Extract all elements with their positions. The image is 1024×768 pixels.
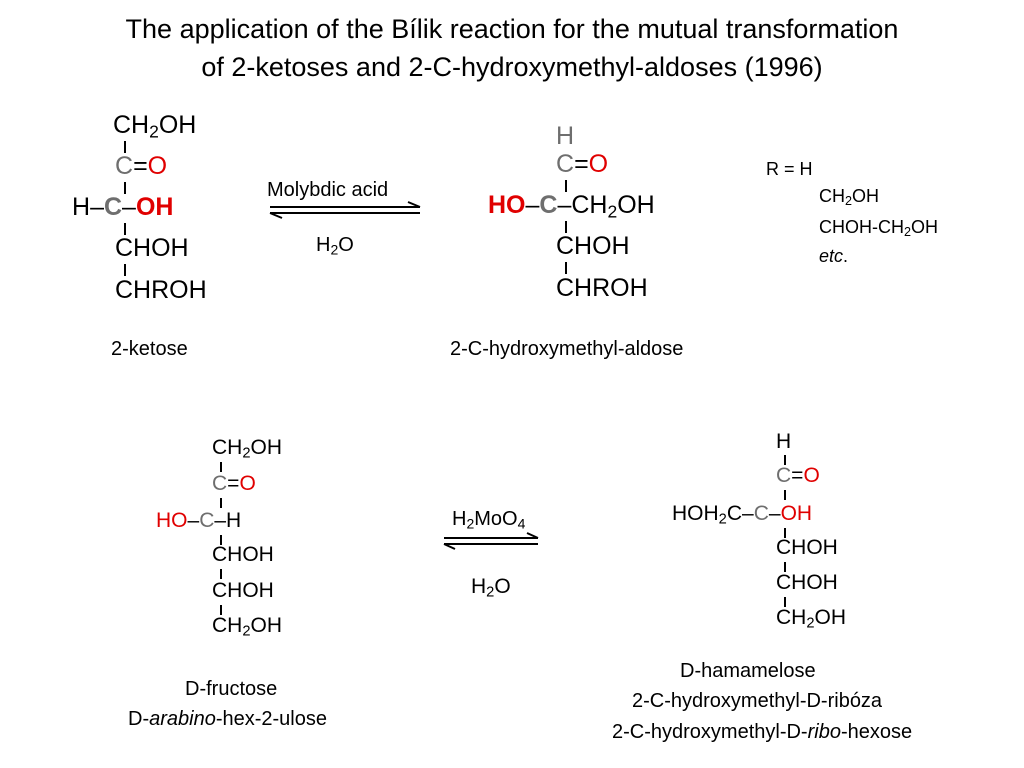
aldose-bond-1 xyxy=(565,180,567,192)
fructose-row1: CH2OH xyxy=(212,436,283,462)
hamamelose-name: D-hamamelose xyxy=(680,660,816,682)
fructose-systematic-name: D-arabino-hex-2-ulose xyxy=(128,708,327,730)
fructose-name: D-fructose xyxy=(185,678,278,700)
aldose-row5: CHROH xyxy=(556,274,648,302)
r-definition-line4: etc. xyxy=(819,246,849,266)
fructose-bond-2 xyxy=(220,498,222,508)
hamamelose-row6: CH2OH xyxy=(776,606,847,632)
aldose-bond-3 xyxy=(565,262,567,274)
r-definition-line3: CHOH-CH2OH xyxy=(819,217,939,240)
hamamelose-row1: H xyxy=(776,430,792,453)
fructose-bond-5 xyxy=(220,605,222,615)
hamamelose-bond-1 xyxy=(784,455,786,465)
hamamelose-row3: HOH2C–C–OH xyxy=(672,502,813,528)
hamamelose-row5: CHOH xyxy=(776,571,838,594)
fructose-row2: C=O xyxy=(212,472,256,495)
hamamelose-row2: C=O xyxy=(776,464,820,487)
fructose-row6: CH2OH xyxy=(212,614,283,640)
ketose-bond-1 xyxy=(124,141,126,153)
slide-title-line-1: The application of the Bílik reaction fo… xyxy=(125,14,899,44)
ketose-row2: C=O xyxy=(115,152,168,180)
ketose-row1: CH2OH xyxy=(113,111,197,142)
ketose-row5: CHROH xyxy=(115,276,207,304)
bottom-arrow-label-top: H2MoO4 xyxy=(452,508,526,532)
fructose-row5: CHOH xyxy=(212,579,274,602)
hamamelose-bond-3 xyxy=(784,528,786,538)
hamamelose-systematic-name: 2-C-hydroxymethyl-D-ribo-hexose xyxy=(612,721,913,743)
bottom-equilibrium-arrow xyxy=(443,532,539,550)
hamamelose-bond-5 xyxy=(784,597,786,607)
fructose-bond-1 xyxy=(220,462,222,472)
fructose-bond-4 xyxy=(220,569,222,579)
ketose-bond-3 xyxy=(124,223,126,235)
ketose-name: 2-ketose xyxy=(111,338,188,360)
ketose-row4: CHOH xyxy=(115,234,189,262)
ketose-bond-2 xyxy=(124,182,126,194)
r-definition-line1: R = H xyxy=(766,159,813,179)
ketose-bond-4 xyxy=(124,264,126,276)
fructose-bond-3 xyxy=(220,535,222,545)
top-arrow-label-bottom: H2O xyxy=(316,234,354,258)
hamamelose-row4: CHOH xyxy=(776,536,838,559)
aldose-row4: CHOH xyxy=(556,232,630,260)
hamamelose-bond-4 xyxy=(784,562,786,572)
aldose-row1: H xyxy=(556,122,575,150)
hamamelose-bond-2 xyxy=(784,490,786,500)
top-arrow-label-top: Molybdic acid xyxy=(267,179,389,201)
aldose-row2: C=O xyxy=(556,150,609,178)
ketose-row3: H–C–OH xyxy=(72,193,174,221)
top-equilibrium-arrow xyxy=(269,201,421,219)
slide-title-line-2: of 2-ketoses and 2-C-hydroxymethyl-aldos… xyxy=(201,52,823,82)
fructose-row4: CHOH xyxy=(212,543,274,566)
aldose-name: 2-C-hydroxymethyl-aldose xyxy=(450,338,684,360)
fructose-row3: HO–C–H xyxy=(156,509,242,532)
aldose-bond-2 xyxy=(565,221,567,233)
hamamelose-czech-name: 2-C-hydroxymethyl-D-ribóza xyxy=(632,690,883,712)
r-definition-line2: CH2OH xyxy=(819,186,880,209)
aldose-row3: HO–C–CH2OH xyxy=(488,191,655,222)
bottom-arrow-label-bottom: H2O xyxy=(471,575,511,601)
